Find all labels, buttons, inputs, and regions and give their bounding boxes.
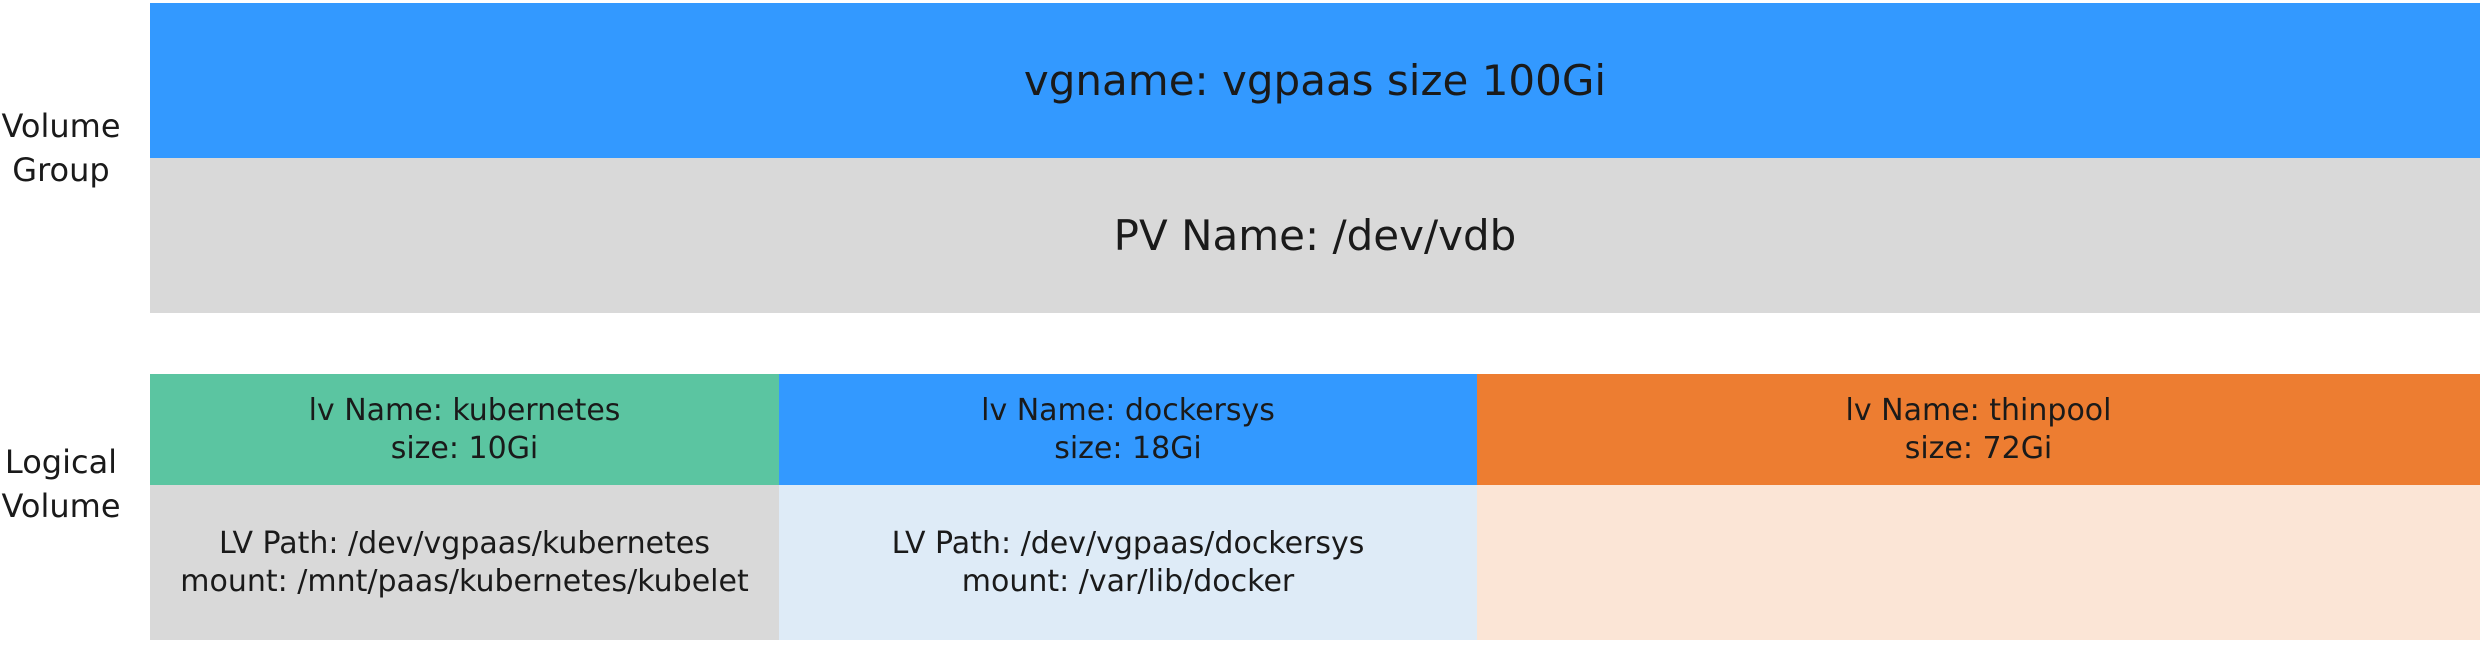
- pv-row: PV Name: /dev/vdb: [150, 158, 2480, 313]
- lv-name: lv Name: thinpool: [1845, 392, 2112, 428]
- lv-mount: mount: /var/lib/docker: [961, 563, 1295, 599]
- lv-name: lv Name: kubernetes: [308, 392, 621, 428]
- lv-thinpool-body: [1477, 485, 2480, 640]
- volume-group-label: Volume Group: [1, 107, 121, 189]
- lv-name: lv Name: dockersys: [981, 392, 1275, 428]
- lv-path: LV Path: /dev/vgpaas/dockersys: [891, 525, 1365, 561]
- pv-name-text: PV Name: /dev/vdb: [1113, 211, 1517, 260]
- lv-dockersys-body: LV Path: /dev/vgpaas/dockersys mount: /v…: [779, 485, 1477, 640]
- lv-mount: mount: /mnt/paas/kubernetes/kubelet: [180, 563, 749, 599]
- lv-size: size: 18Gi: [1054, 430, 1202, 466]
- vg-header-text: vgname: vgpaas size 100Gi: [1023, 56, 1607, 105]
- lv-thinpool-head: lv Name: thinpool size: 72Gi: [1477, 374, 2480, 485]
- lv-size: size: 10Gi: [390, 430, 539, 466]
- lv-path: LV Path: /dev/vgpaas/kubernetes: [219, 525, 710, 561]
- vg-header: vgname: vgpaas size 100Gi: [150, 3, 2480, 158]
- lv-dockersys-head: lv Name: dockersys size: 18Gi: [779, 374, 1477, 485]
- logical-volume-label: Logical Volume: [1, 443, 121, 525]
- lv-kubernetes-head: lv Name: kubernetes size: 10Gi: [150, 374, 779, 485]
- lv-size: size: 72Gi: [1904, 430, 2053, 466]
- lv-kubernetes-body: LV Path: /dev/vgpaas/kubernetes mount: /…: [150, 485, 779, 640]
